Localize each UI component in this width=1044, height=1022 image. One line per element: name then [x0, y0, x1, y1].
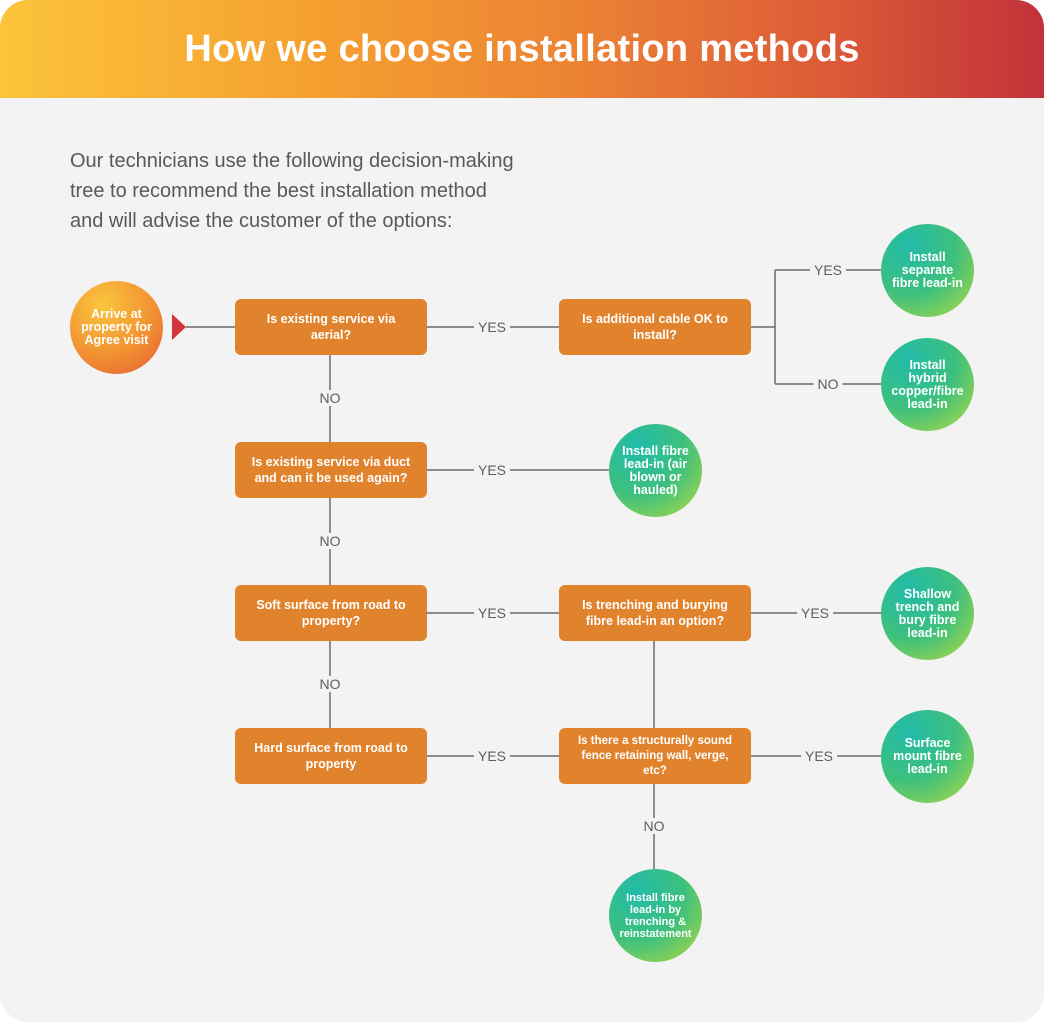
decision-additional-cable-label: Is additional cable OK to install? [582, 312, 728, 342]
edge-label-no-duct: NO [315, 533, 345, 549]
intro-line-2: tree to recommend the best installation … [70, 180, 487, 202]
edge-label-yes-hard: YES [473, 748, 511, 764]
decision-hard-surface-label: Hard surface from road to property [254, 741, 408, 771]
page-title: How we choose installation methods [184, 28, 860, 70]
outcome-trench-reinstate-label: Install fibre lead-in by trenching & rei… [619, 891, 692, 940]
edge-label-yes-aerial: YES [473, 319, 511, 335]
intro-text: Our technicians use the following decisi… [70, 146, 610, 236]
edge-label-no-aerial: NO [315, 390, 345, 406]
outcome-air-blown: Install fibre lead-in (air blown or haul… [609, 424, 702, 517]
outcome-trench-reinstate: Install fibre lead-in by trenching & rei… [609, 869, 702, 962]
edge-label-yes-trenching: YES [796, 605, 834, 621]
decision-soft-surface: Soft surface from road to property? [235, 585, 427, 641]
decision-soft-surface-label: Soft surface from road to property? [256, 598, 406, 628]
decision-duct-label: Is existing service via duct and can it … [251, 455, 411, 485]
edge-label-yes-structure: YES [800, 748, 838, 764]
outcome-surface-mount-label: Surface mount fibre lead-in [893, 736, 962, 776]
edge-label-yes-separate: YES [809, 262, 847, 278]
decision-hard-surface: Hard surface from road to property [235, 728, 427, 784]
decision-structure-label: Is there a structurally sound fence reta… [577, 734, 732, 777]
header-banner: How we choose installation methods [0, 0, 1044, 98]
decision-duct: Is existing service via duct and can it … [235, 442, 427, 498]
start-pointer-arrow [172, 314, 186, 340]
decision-structure: Is there a structurally sound fence reta… [559, 728, 751, 784]
outcome-shallow-trench-label: Shallow trench and bury fibre lead-in [895, 586, 960, 640]
edge-label-no-soft: NO [315, 676, 345, 692]
intro-line-3: and will advise the customer of the opti… [70, 210, 453, 232]
decision-trenching: Is trenching and burying fibre lead-in a… [559, 585, 751, 641]
start-node-label: Arrive at property for Agree visit [81, 307, 152, 347]
decision-additional-cable: Is additional cable OK to install? [559, 299, 751, 355]
decision-trenching-label: Is trenching and burying fibre lead-in a… [582, 598, 728, 628]
outcome-shallow-trench: Shallow trench and bury fibre lead-in [881, 567, 974, 660]
edge-label-yes-duct: YES [473, 462, 511, 478]
outcome-hybrid: Install hybrid copper/fibre lead-in [881, 338, 974, 431]
outcome-air-blown-label: Install fibre lead-in (air blown or haul… [622, 443, 689, 497]
intro-line-1: Our technicians use the following decisi… [70, 150, 514, 172]
outcome-hybrid-label: Install hybrid copper/fibre lead-in [891, 357, 964, 411]
decision-aerial: Is existing service via aerial? [235, 299, 427, 355]
outcome-surface-mount: Surface mount fibre lead-in [881, 710, 974, 803]
edge-label-no-hybrid: NO [813, 376, 843, 392]
edge-label-no-structure: NO [639, 818, 669, 834]
start-node: Arrive at property for Agree visit [70, 281, 163, 374]
decision-aerial-label: Is existing service via aerial? [266, 312, 396, 342]
edge-label-yes-soft: YES [473, 605, 511, 621]
outcome-separate-fibre: Install separate fibre lead-in [881, 224, 974, 317]
outcome-separate-fibre-label: Install separate fibre lead-in [892, 250, 963, 290]
